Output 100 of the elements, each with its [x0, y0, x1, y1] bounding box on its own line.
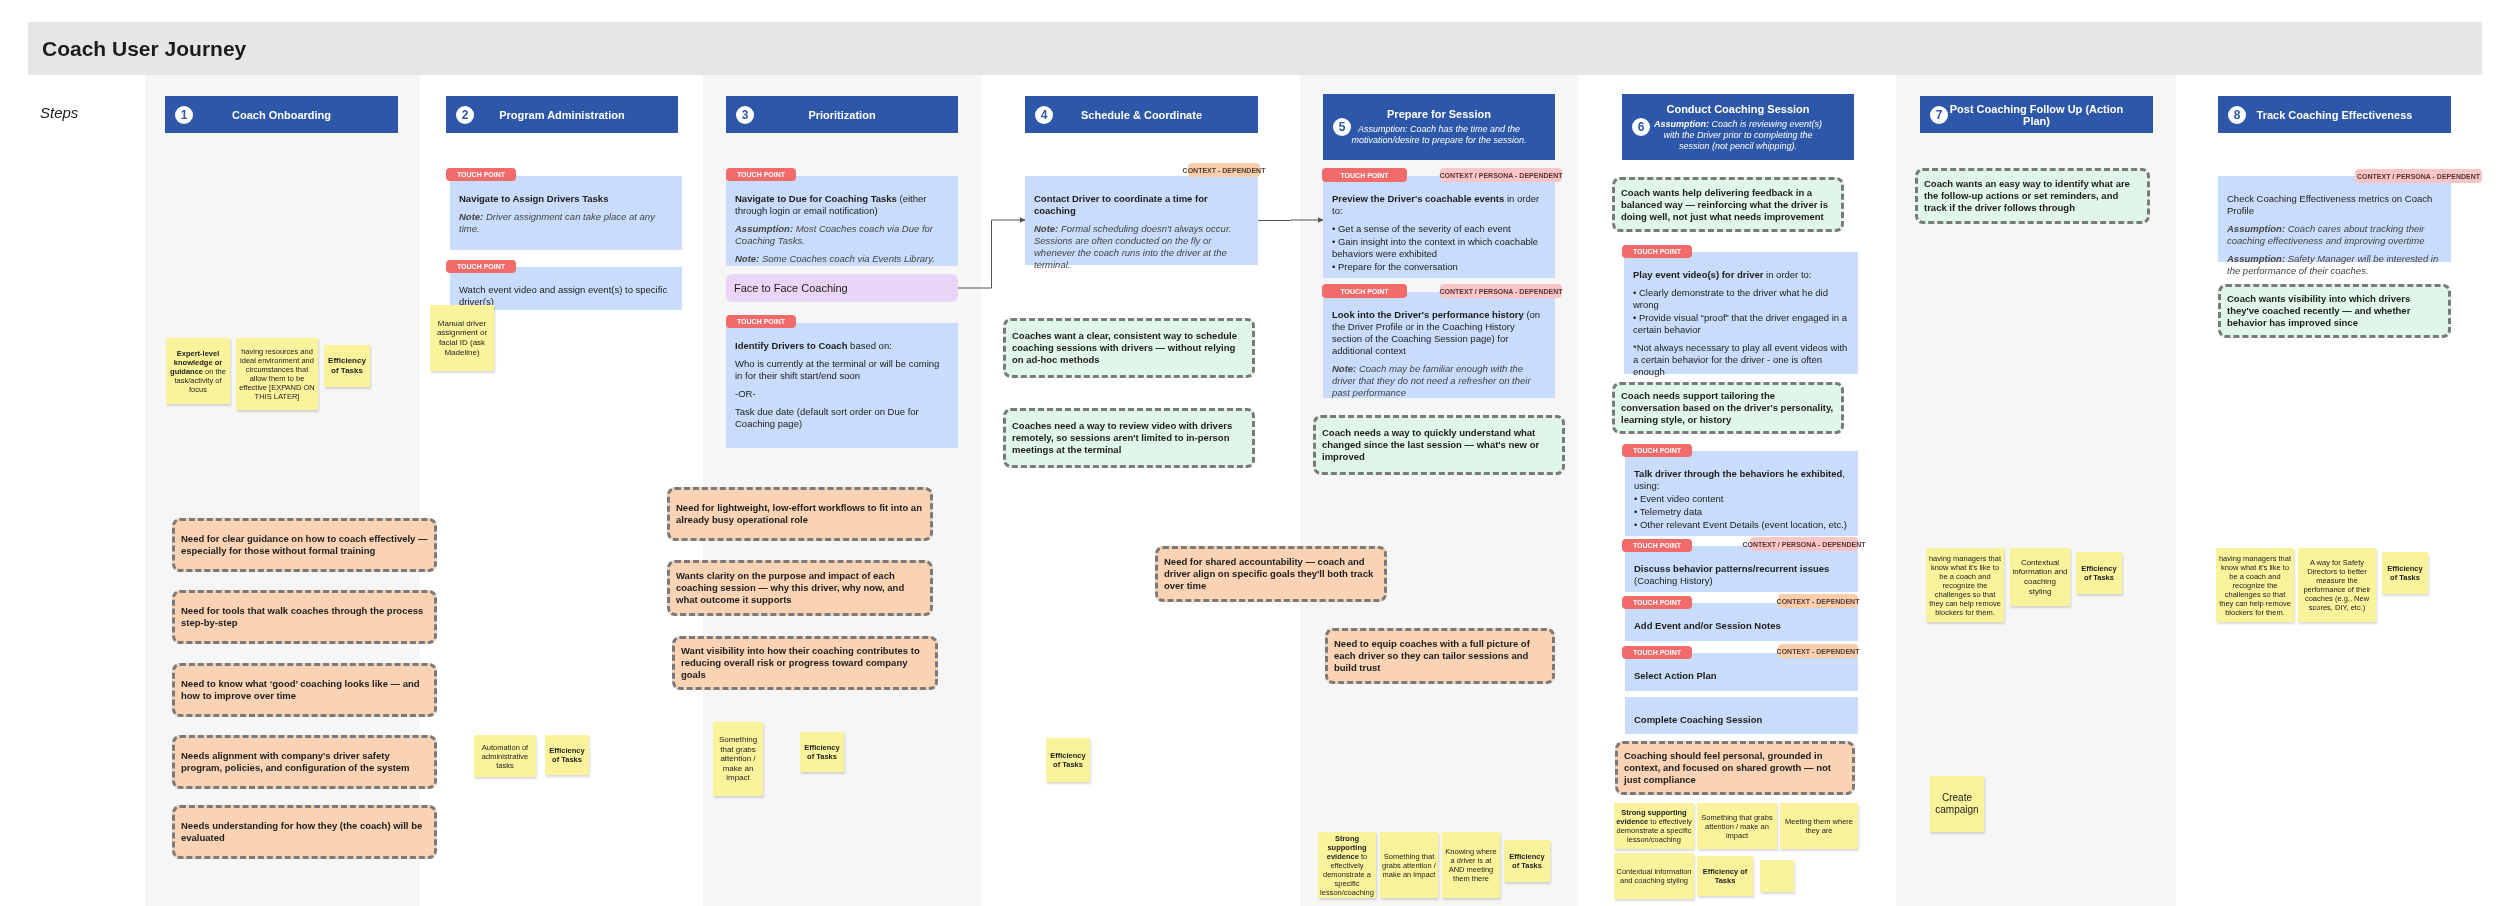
need-text: Need to know what ‘good’ coaching looks like — and how to improve over time [181, 678, 420, 701]
step-number: 7 [1930, 105, 1948, 124]
need-text: Needs understanding for how they (the coach) will be evaluated [181, 820, 423, 843]
sticky-note [545, 735, 589, 775]
need-text: Coaching should feel personal, grounded in context, and focused on shared growth — not just compliance [1624, 750, 1831, 785]
sticky-note [1697, 803, 1777, 849]
need-text: Coach wants visibility into which drivers they've coached recently — and whether behavior has improved since [2227, 293, 2411, 328]
step-number: 2 [456, 105, 474, 124]
card-text: Contact Driver to coordinate a time for coaching [1034, 193, 1209, 217]
sticky-note [800, 732, 844, 772]
step-number: 1 [175, 105, 193, 124]
need-text: Needs alignment with company's driver safety program, policies, and configuration of the system [181, 750, 410, 773]
note-text: Manual driver assignment or facial ID (ask Madeline) [435, 318, 489, 358]
step-number: 5 [1333, 118, 1351, 136]
card-text: Identify Drivers to Coach based on: [735, 340, 893, 352]
touch-point-tag [1622, 444, 1692, 457]
task-card [726, 323, 958, 448]
sticky-note [166, 338, 230, 404]
need-text: Coach wants help delivering feedback in a balanced way — reinforcing what the driver is doing well, not just what needs improvement [1621, 186, 1828, 222]
card-text: • Clearly demonstrate to the driver what he did wrong [1633, 287, 1829, 311]
card-text: Navigate to Due for Coaching Tasks (either through login or email notification) [735, 193, 928, 217]
step-header [446, 96, 678, 133]
assumption-text: Assumption: Coach has the time and the motivation/desire to prepare for the session. [1351, 124, 1527, 146]
card-text: Task due date (default sort order on Due for Coaching page) [735, 406, 920, 430]
task-card [1625, 603, 1858, 641]
step-title: Track Coaching Effectiveness [2255, 108, 2414, 121]
sticky-note [324, 345, 370, 387]
step-title: Schedule & Coordinate [1080, 108, 1203, 121]
step-header [2218, 96, 2451, 133]
need-card [667, 560, 933, 616]
card-text: • Event video content [1634, 493, 1725, 505]
need-text: Need for lightweight, low-effort workflows to fit into an already busy operational role [676, 502, 922, 525]
card-text: Navigate to Assign Drivers Tasks [459, 193, 610, 205]
need-card [1325, 628, 1555, 684]
task-card [450, 267, 682, 310]
step-title: Coach Onboarding [231, 108, 332, 121]
need-card [672, 636, 938, 690]
row-label: Steps [40, 104, 79, 121]
touch-point-tag [1622, 539, 1692, 552]
card-text: • Prepare for the conversation [1332, 261, 1459, 273]
need-text: Wants clarity on the purpose and impact of each coaching session — why this driver, why now, and what outcome it supports [676, 570, 905, 605]
task-card [1323, 176, 1555, 278]
need-text: Want visibility into how their coaching contributes to reducing overall risk or progress toward company goals [681, 645, 920, 680]
context-persona-tag [1440, 284, 1562, 298]
touch-point-tag [1322, 168, 1407, 182]
sticky-note [474, 735, 536, 777]
opportunity-card [1003, 408, 1255, 468]
card-text: Select Action Plan [1634, 670, 1718, 682]
sticky-note [1697, 856, 1753, 896]
note-text: Efficiency of Tasks [327, 356, 367, 376]
step-header [1622, 94, 1854, 160]
step-number: 4 [1035, 105, 1053, 124]
step-title: Prioritization [807, 108, 877, 121]
sticky-note [1614, 853, 1694, 899]
card-text: Assumption: Coach cares about tracking their coaching effectiveness and improving overtime [2227, 223, 2426, 247]
sticky-note [1760, 860, 1794, 892]
touch-point-tag [446, 260, 516, 273]
need-text: Coaches need a way to review video with drivers remotely, so sessions aren't limited to in-person meetings at the terminal [1012, 420, 1233, 455]
task-card [726, 176, 958, 266]
card-text: Assumption: Safety Manager will be interested in the performance of their coaches. [2227, 253, 2440, 277]
step-header [1323, 94, 1555, 160]
need-text: Coach needs a way to quickly understand what changed since the last session — what's new or improved [1322, 427, 1540, 462]
card-text: Who is currently at the terminal or will be coming in for their shift start/end soon [735, 358, 941, 382]
page-title: Coach User Journey [28, 22, 2482, 75]
task-card [1625, 546, 1858, 592]
opportunity-card [1313, 415, 1565, 475]
touch-point-tag [1622, 646, 1692, 659]
need-text: Need for tools that walk coaches through the process step-by-step [181, 605, 424, 628]
card-text: Talk driver through the behaviors he exhibited, using: [1634, 468, 1846, 492]
note-text: Create campaign [1934, 792, 1980, 816]
card-text: Note: Coach may be familiar enough with the driver that they do not need a refresher on their past performance [1332, 363, 1532, 399]
sticky-note [2076, 552, 2122, 594]
card-text: Discuss behavior patterns/recurrent issues (Coaching History) [1634, 563, 1831, 587]
card-text: • Get a sense of the severity of each event [1332, 223, 1512, 235]
card-text: Note: Driver assignment can take place at any time. [459, 211, 657, 235]
card-text: • Provide visual “proof” that the driver engaged in a certain behavior [1633, 312, 1849, 336]
touch-point-tag [1622, 245, 1692, 258]
touch-point-tag [726, 315, 796, 328]
activity-text: Face to Face Coaching [734, 282, 848, 294]
task-card [1625, 697, 1858, 734]
step-title: Post Coaching Follow Up (Action Plan) [1948, 102, 2125, 127]
need-card [172, 518, 437, 572]
step-title: Prepare for Session [1386, 108, 1492, 120]
card-text: • Gain insight into the context in which coachable behaviors were exhibited [1332, 236, 1540, 260]
step-number: 6 [1632, 118, 1650, 136]
sticky-note [1930, 776, 1984, 832]
card-text: *Not always necessary to play all event videos with a certain behavior for the driver - one is often enough [1633, 342, 1849, 378]
card-text: Preview the Driver's coachable events in order to: [1332, 193, 1541, 217]
need-text: Coach needs support tailoring the conversation based on the driver's personality, learning style, or history [1621, 390, 1834, 425]
task-card [450, 176, 682, 250]
need-text: Need for shared accountability — coach and driver align on specific goals they'll both track over time [1164, 556, 1374, 591]
touch-point-tag [1322, 284, 1407, 298]
activity-card [726, 274, 958, 302]
touch-point-tag [446, 168, 516, 181]
sticky-note [430, 305, 494, 371]
sticky-note [1504, 840, 1550, 882]
opportunity-card [2218, 284, 2451, 338]
step-title: Program Administration [498, 108, 626, 121]
card-text: Watch event video and assign event(s) to specific driver(s) [459, 284, 669, 308]
assumption-text: Assumption: Coach is reviewing event(s) with the Driver prior to completing the session (not pencil whipping). [1652, 118, 1823, 152]
